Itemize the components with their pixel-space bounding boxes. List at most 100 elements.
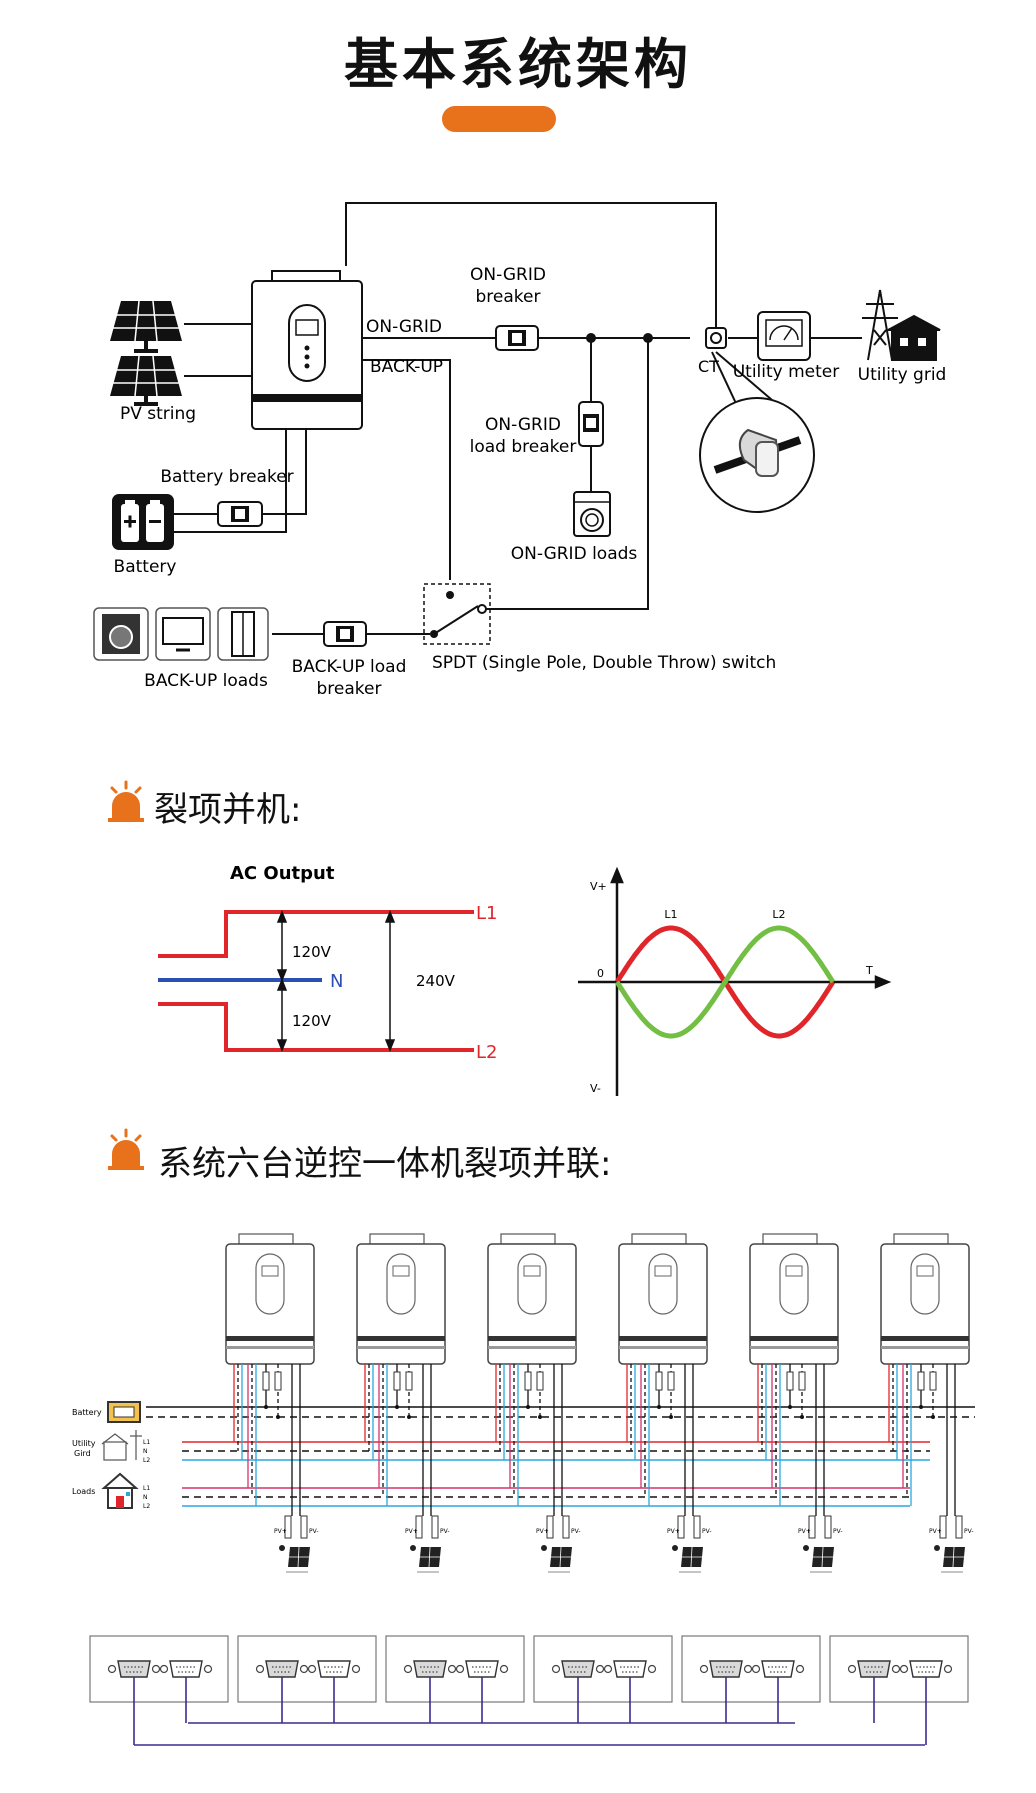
pv-plus-label: PV+ [536,1528,549,1535]
pv-connector-icon [808,1515,816,1539]
fuse-icon [405,1371,413,1391]
solar-panel-icon [279,1545,310,1573]
sun-icon [279,1545,285,1551]
fuse-icon [786,1371,794,1391]
on-grid-line-label: ON-GRID [366,317,442,337]
split-phase-waveform-chart: V+ V- 0 T L1 L2 [578,866,892,1096]
pv-connector-icon [300,1515,308,1539]
communication-port-box [89,1635,229,1745]
pv-connector-icon [415,1515,423,1539]
pv-connector-icon [431,1515,439,1539]
pv-plus-label: PV+ [798,1528,811,1535]
y-top-label: V+ [590,880,607,893]
db9-port-icon [107,1660,161,1678]
db9-port-icon [699,1660,753,1678]
inverter-unit: PV+ PV- [618,1233,712,1573]
communication-port-box [533,1635,673,1723]
voltage-label: 120V [292,1012,332,1030]
fuse-icon [798,1371,806,1391]
origin-label: 0 [597,967,604,980]
bus-l1-label: L1 [143,1485,150,1492]
battery-icon [112,494,174,550]
ct-magnifier [699,397,815,513]
inverter-unit: PV+ PV- [487,1233,581,1573]
l2-line [158,1002,474,1052]
utility-meter-label: Utility meter [733,362,840,382]
pv-plus-label: PV+ [667,1528,680,1535]
series-label-l1: L1 [664,908,677,921]
communication-port-box [681,1635,821,1723]
db9-port-icon [255,1660,309,1678]
spdt-switch-icon [423,583,491,645]
fuse-icon [536,1371,544,1391]
on-grid-load-breaker-label: ON-GRID [485,415,561,435]
sun-icon [672,1545,678,1551]
db9-port-icon [847,1660,901,1678]
pv-connector-icon [939,1515,947,1539]
inverter-unit: PV+PV- [356,1233,450,1573]
six-unit-parallel-wiring-diagram: PV+PV-PV+PV-PV+PV-PV+PV-PV+PV-PV+PV- Bat… [72,1233,975,1746]
pv-connector-icon [677,1515,685,1539]
bus-l1-label: L1 [143,1439,150,1446]
voltage-label: 240V [416,972,456,990]
db9-port-icon [307,1660,361,1678]
series-line-l2 [614,925,836,1039]
hybrid-inverter [251,270,363,430]
junction-dot [586,333,596,343]
db9-port-icon [551,1660,605,1678]
page-title: 基本系统架构 [344,33,692,96]
pv-connector-icon [562,1515,570,1539]
utility-grid-label: Utility grid [858,365,947,385]
pv-minus-label: PV- [702,1528,712,1535]
l2-label: L2 [476,1042,497,1063]
inverter-unit: PV+ PV- [225,1233,319,1573]
sun-icon [541,1545,547,1551]
utility-grid-icon [862,289,941,361]
inverter-unit: PV+ PV- [880,1233,974,1573]
spdt-label: SPDT (Single Pole, Double Throw) switch [432,653,776,673]
on-grid-loads-label: ON-GRID loads [511,544,638,564]
db9-port-icon [899,1660,953,1678]
bus-l2-label: L2 [143,1503,150,1510]
db9-port-icon [751,1660,805,1678]
sun-icon [803,1545,809,1551]
pv-plus-label: PV+ [274,1528,287,1535]
solar-panel-icon [934,1545,965,1573]
pv-plus-label: PV+ [929,1528,942,1535]
battery-label: Battery [114,557,177,577]
pv-string-label: PV string [120,404,196,424]
bus-l2-label: L2 [143,1457,150,1464]
solar-panel-icon [410,1545,441,1573]
on-grid-breaker-label: ON-GRID [470,265,546,285]
ct-label: CT [698,357,719,376]
pv-minus-label: PV- [440,1528,450,1535]
on-grid-load-breaker-icon [578,401,604,447]
parallel-heading: 系统六台逆控一体机裂项并联: [158,1144,612,1184]
junction-dot [643,333,653,343]
back-up-loads-label: BACK-UP loads [144,671,268,691]
sun-icon [410,1545,416,1551]
utility-label: Utility [72,1439,96,1448]
back-up-load-breaker-icon [323,621,367,647]
tv-icon [155,607,211,661]
fuse-icon [917,1371,925,1391]
pv-minus-label: PV- [571,1528,581,1535]
split-phase-heading: 裂项并机: [154,790,302,830]
n-label: N [330,971,343,992]
ct-clamp-icon [705,327,727,349]
y-bottom-label: V- [590,1082,601,1095]
on-grid-breaker-icon [495,325,539,351]
inverter-unit: PV+ PV- [749,1233,843,1573]
series-label-l2: L2 [772,908,785,921]
pv-minus-label: PV- [309,1528,319,1535]
voltage-label: 120V [292,943,332,961]
db9-port-icon [403,1660,457,1678]
l1-line [158,910,474,958]
pv-minus-label: PV- [964,1528,974,1535]
communication-port-box [237,1635,377,1723]
bus-n-label: N [143,1448,148,1455]
pv-connector-icon [955,1515,963,1539]
solar-panel-icon [672,1545,703,1573]
fuse-icon [667,1371,675,1391]
pv-minus-label: PV- [833,1528,843,1535]
